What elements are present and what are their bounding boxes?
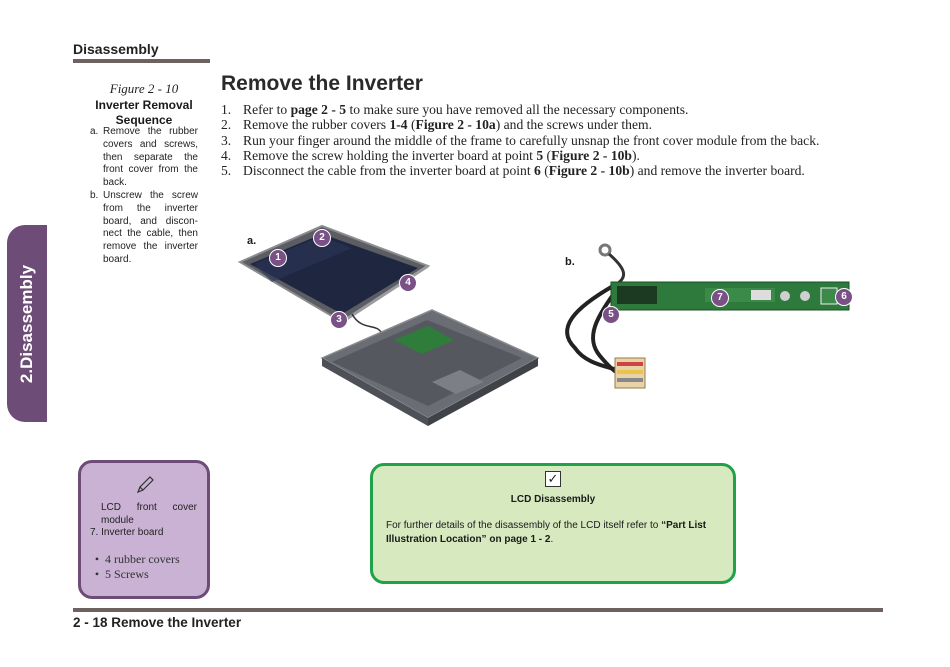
page-footer: 2 - 18 Remove the Inverter (73, 615, 242, 630)
callout-1: 1 (269, 249, 287, 267)
step-item: 1. Refer to page 2 - 5 to make sure you … (221, 102, 861, 117)
step-text-part: ( (407, 117, 416, 133)
sequence-item: b. Unscrew the screw from the inverter b… (90, 190, 198, 267)
step-ref: Figure 2 - 10b (548, 163, 630, 179)
figure-a-label: a. (247, 235, 257, 247)
step-text-part: Remove the rubber covers (243, 117, 390, 133)
step-text-part: ). (632, 147, 640, 163)
sequence-text: Remove the rubber covers and screws, the… (103, 126, 198, 189)
note-line: LCD front cover module (101, 501, 197, 527)
inverter-board-illustration (565, 243, 850, 389)
steps-list: 1. Refer to page 2 - 5 to make sure you … (221, 102, 861, 178)
step-text-part: to make sure you have removed all the ne… (346, 102, 689, 117)
note-bullet: •5 Screws (94, 567, 149, 581)
step-text: Disconnect the cable from the inverter b… (243, 163, 805, 178)
sequence-text: Unscrew the screw from the inverter boar… (103, 189, 198, 265)
step-text-part: Refer to (243, 102, 291, 117)
step-ref: page 2 - 5 (290, 102, 347, 117)
callout-6: 6 (835, 288, 853, 306)
step-text-part: Disconnect the cable from the inverter b… (243, 163, 535, 179)
callout-2: 2 (313, 229, 331, 247)
step-number: 4. (221, 147, 232, 163)
step-ref: Figure 2 - 10a (415, 117, 496, 133)
side-tab: 2.Disassembly (7, 225, 47, 422)
step-text: Run your finger around the middle of the… (243, 132, 820, 148)
step-ref: 5 (536, 147, 544, 163)
figure-number: Figure 2 - 10 (109, 81, 179, 96)
callout-3: 3 (330, 311, 348, 329)
figure-b-label: b. (565, 256, 575, 268)
sequence-letter: b. (90, 189, 99, 201)
step-number: 1. (221, 102, 232, 117)
step-text-part: Remove the screw holding the inverter bo… (243, 147, 537, 163)
figure-caption: Figure 2 - 10 Inverter Removal Sequence (88, 81, 200, 128)
step-text-part: ) and remove the inverter board. (629, 163, 805, 179)
note-bullet: •4 rubber covers (94, 552, 180, 566)
step-number: 2. (221, 117, 232, 133)
step-number: 3. (221, 132, 232, 148)
step-text-part: ( (540, 163, 549, 179)
step-item: 2. Remove the rubber covers 1-4 (Figure … (221, 117, 861, 132)
note-line: 7. Inverter board (90, 527, 164, 538)
callout-5: 5 (602, 306, 620, 324)
info-body-ref: “Part List Illustration Location” on pag… (386, 520, 707, 545)
step-item: 5. Disconnect the cable from the inverte… (221, 163, 861, 178)
note-bullets: •4 rubber covers •5 Screws (89, 552, 180, 582)
callout-4: 4 (399, 274, 417, 292)
info-body: For further details of the disassembly o… (386, 519, 726, 547)
step-text: Remove the screw holding the inverter bo… (243, 148, 640, 163)
step-item: 3. Run your finger around the middle of … (221, 133, 861, 148)
figure-title: Inverter Removal Sequence (95, 98, 193, 127)
note-box: LCD front cover module 7. Inverter board… (78, 460, 210, 599)
note-text: LCD front cover module (101, 501, 197, 527)
sequence-letter: a. (90, 126, 99, 137)
note-bullet-text: 5 Screws (105, 567, 149, 581)
info-body-text: For further details of the disassembly o… (386, 520, 662, 531)
footer-rule (73, 608, 883, 612)
pencil-icon (136, 476, 154, 494)
sequence-list: a. Remove the rubber covers and screws, … (90, 126, 198, 267)
step-text-part: ( (543, 147, 552, 163)
step-text-part: ) and the screws under them. (495, 117, 652, 133)
info-title: LCD Disassembly (510, 494, 596, 505)
step-ref: Figure 2 - 10b (551, 147, 632, 163)
sequence-item: a. Remove the rubber covers and screws, … (90, 126, 198, 190)
step-item: 4. Remove the screw holding the inverter… (221, 148, 861, 163)
step-number: 5. (221, 163, 232, 179)
info-body-text: . (550, 534, 554, 545)
page-title: Remove the Inverter (221, 72, 423, 95)
note-bullet-text: 4 rubber covers (105, 552, 180, 566)
laptop-illustration (237, 224, 540, 426)
step-ref: 6 (534, 163, 541, 179)
step-text: Remove the rubber covers 1-4 (Figure 2 -… (243, 117, 652, 132)
info-box: ✓ LCD Disassembly For further details of… (370, 463, 736, 584)
callout-7: 7 (711, 289, 729, 307)
checkbox-icon: ✓ (545, 471, 561, 487)
side-tab-label: 2.Disassembly (17, 264, 36, 383)
header-rule (73, 59, 210, 63)
step-text: Refer to page 2 - 5 to make sure you hav… (243, 102, 688, 117)
section-header: Disassembly (73, 41, 159, 57)
note-line-text: LCD front cover module (101, 502, 197, 526)
step-ref: 1-4 (389, 117, 408, 133)
